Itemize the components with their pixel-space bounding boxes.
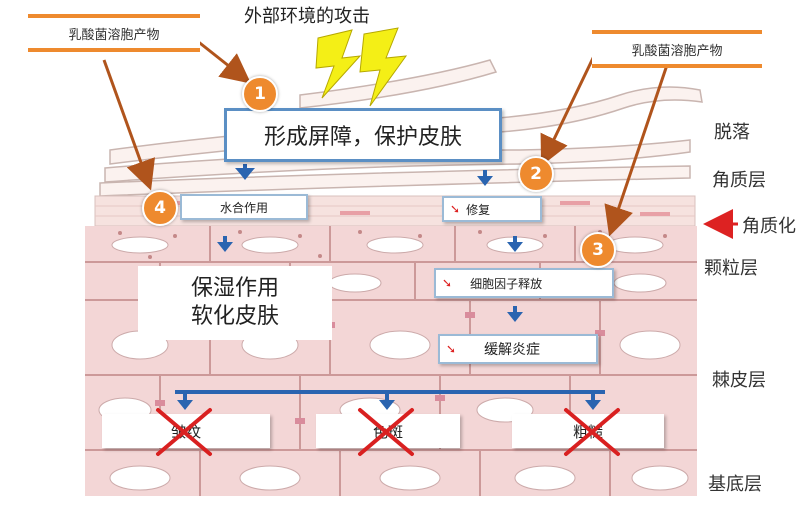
water-box: 水合作用 (180, 194, 308, 220)
brown-arrows (102, 38, 670, 237)
barrier-box: 形成屏障，保护皮肤 (224, 108, 502, 162)
repair-text: 修复 (466, 202, 491, 217)
water-text: 水合作用 (219, 200, 268, 215)
layer-label-stratum-corneum: 角质层 (712, 170, 766, 191)
cytokine-text: 细胞因子释放 (470, 276, 543, 291)
crossed-text-spot: 色斑 (372, 422, 403, 441)
layer-label-basal: 基底层 (708, 474, 762, 495)
stratum-corneum (94, 195, 696, 227)
barrier-text: 形成屏障，保护皮肤 (263, 125, 462, 150)
layer-label-spinous: 棘皮层 (712, 370, 766, 391)
repair-box: ➘ 修复 (442, 196, 542, 222)
moisture-line-2: 软化皮肤 (190, 304, 279, 329)
relief-box: ➘ 缓解炎症 (438, 334, 598, 364)
product-label-left-text: 乳酸菌溶胞产物 (68, 27, 160, 43)
layer-label-granular: 颗粒层 (704, 258, 758, 279)
crossed-text-rough: 粗糙 (572, 422, 603, 441)
crossed-box-spot: 色斑 (316, 414, 460, 448)
moisture-box: 保湿作用 软化皮肤 (138, 266, 332, 340)
product-label-right: 乳酸菌溶胞产物 (592, 30, 762, 68)
step-4-badge: 4 (142, 190, 178, 226)
cytokine-box: ➘ 细胞因子释放 (434, 268, 614, 298)
moisture-line-1: 保湿作用 (190, 276, 279, 301)
step-3-badge: 3 (580, 232, 616, 268)
red-arrow-icon: ➘ (450, 202, 461, 216)
step-2-badge: 2 (518, 156, 554, 192)
layer-label-shedding: 脱落 (714, 122, 750, 143)
product-label-left: 乳酸菌溶胞产物 (28, 14, 200, 52)
crossed-box-rough: 粗糙 (512, 414, 664, 448)
step-1-badge: 1 (242, 76, 278, 112)
lightning-icon (315, 27, 408, 107)
crossed-text-wrinkle: 皱纹 (170, 422, 201, 441)
crossed-box-wrinkle: 皱纹 (102, 414, 270, 448)
relief-text: 缓解炎症 (484, 342, 541, 358)
red-arrow-icon: ➘ (446, 342, 457, 356)
attack-title: 外部环境的攻击 (244, 6, 370, 27)
blue-arrows (175, 162, 605, 410)
product-label-right-text: 乳酸菌溶胞产物 (631, 43, 723, 59)
red-arrow-icon: ➘ (442, 276, 453, 290)
layer-label-keratinization: 角质化 (742, 216, 796, 237)
